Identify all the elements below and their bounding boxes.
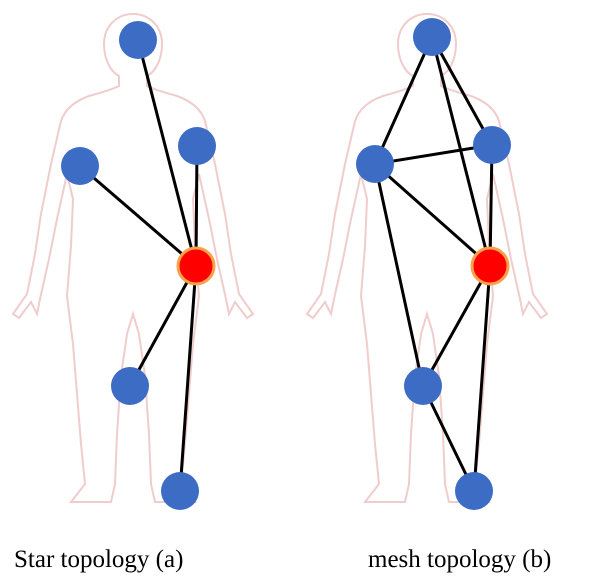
hub-node <box>470 246 510 286</box>
panel-star-topology <box>12 13 254 510</box>
body-outline-b <box>306 13 548 503</box>
sensor-node-left-shoulder <box>61 147 99 185</box>
nodes-b <box>356 18 511 510</box>
link-hub-left-knee <box>421 264 492 388</box>
link-head-hub <box>136 38 198 268</box>
caption-mesh-topology: mesh topology (b) <box>368 546 552 573</box>
link-left-shoulder-left-knee <box>373 162 425 388</box>
sensor-node-right-shoulder <box>178 127 216 165</box>
link-head-left-shoulder <box>373 35 434 166</box>
link-left-shoulder-right-shoulder <box>373 143 494 166</box>
hub-node <box>176 246 216 286</box>
links-b <box>373 35 494 493</box>
link-left-shoulder-hub <box>78 164 198 268</box>
caption-star-topology: Star topology (a) <box>14 546 184 573</box>
sensor-node-left-knee <box>111 367 149 405</box>
nodes-a <box>61 21 216 510</box>
sensor-node-head <box>119 21 157 59</box>
panel-mesh-topology <box>306 13 548 510</box>
sensor-node-right-shoulder <box>473 126 511 164</box>
links-a <box>78 38 199 493</box>
sensor-node-right-ankle <box>455 472 493 510</box>
link-hub-left-knee <box>128 264 198 388</box>
sensor-node-left-shoulder <box>356 145 394 183</box>
link-right-shoulder-hub <box>194 144 199 268</box>
sensor-node-left-knee <box>404 367 442 405</box>
sensor-node-right-ankle <box>161 472 199 510</box>
link-hub-right-ankle <box>472 264 492 493</box>
link-left-shoulder-hub <box>373 162 492 268</box>
link-hub-right-ankle <box>178 264 198 493</box>
sensor-node-head <box>413 18 451 56</box>
link-left-knee-right-ankle <box>421 384 476 493</box>
link-head-right-shoulder <box>430 35 494 147</box>
body-outline-a <box>12 13 254 503</box>
link-right-shoulder-hub <box>488 143 494 268</box>
